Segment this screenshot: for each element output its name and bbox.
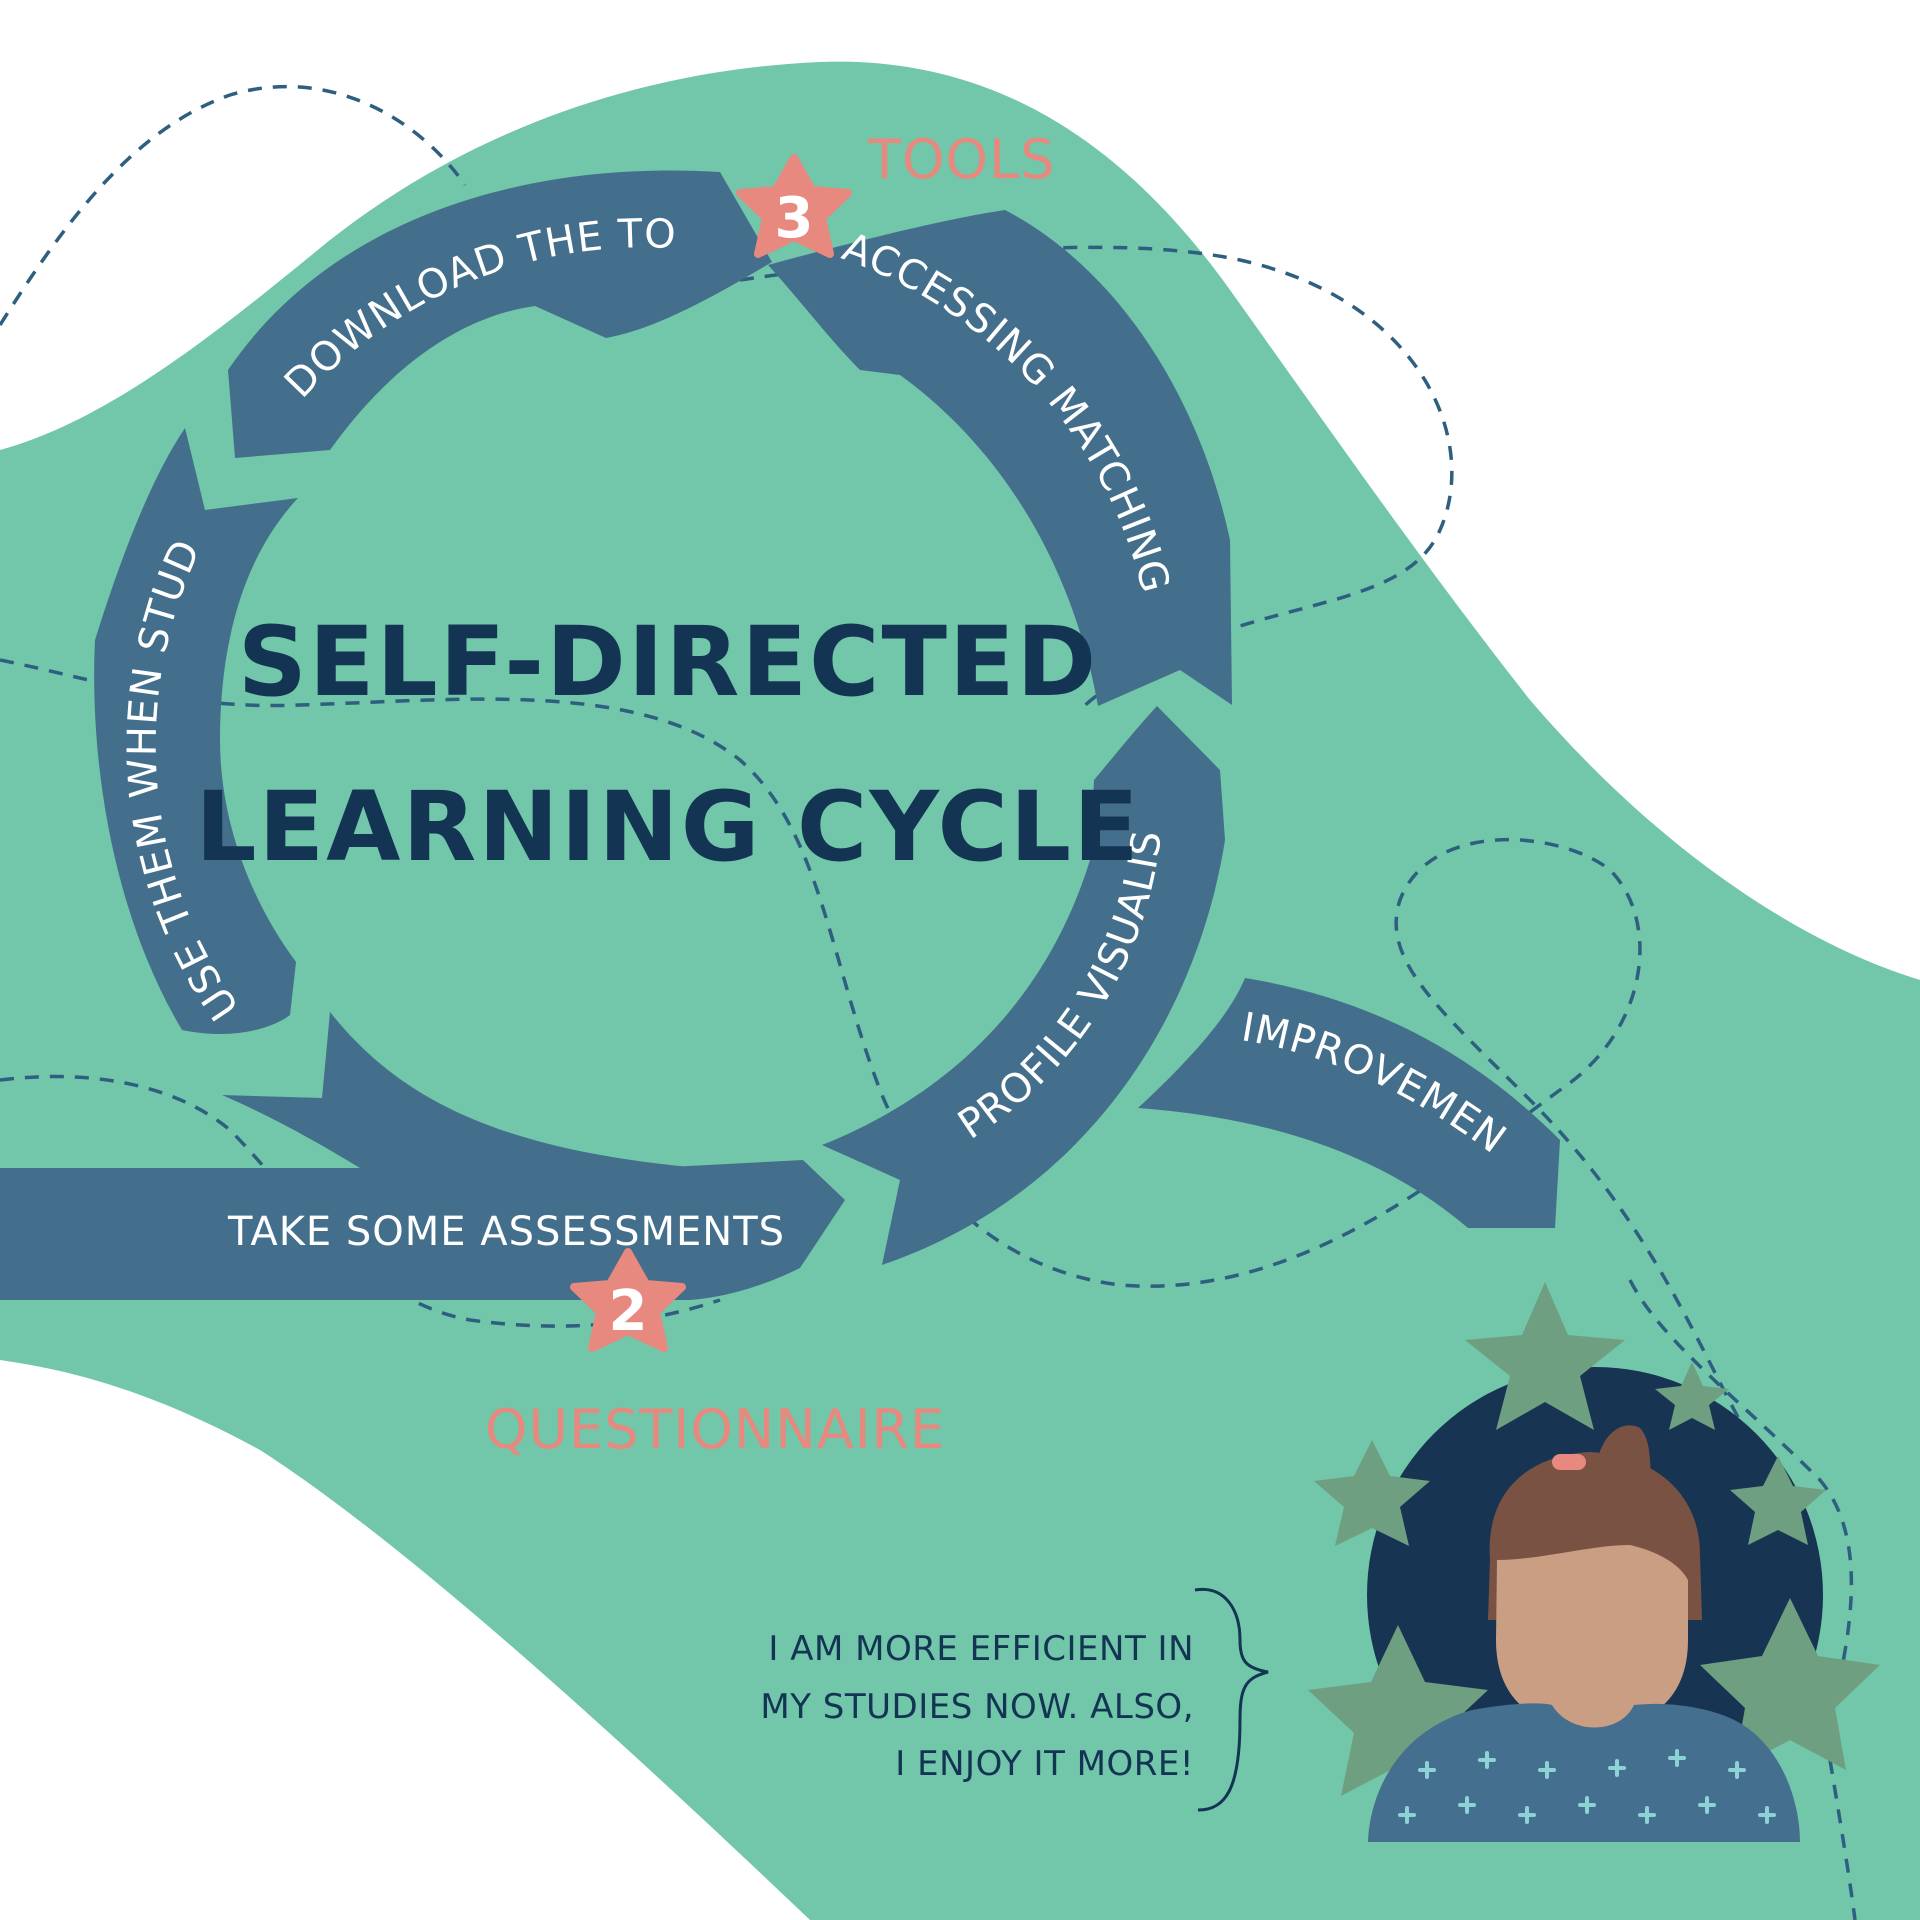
- star-icon: [1465, 1282, 1625, 1430]
- label-take-some-assessments: TAKE SOME ASSESSMENTS: [227, 1209, 785, 1255]
- marker-3-number: 3: [775, 186, 814, 251]
- star-icon: [1314, 1440, 1430, 1546]
- arrow-download-the-tools: [228, 170, 772, 459]
- avatar-face: [1496, 1545, 1688, 1728]
- testimonial-line-3: I ENJOY IT MORE!: [895, 1744, 1194, 1784]
- avatar: [1308, 1282, 1880, 1842]
- avatar-hair-tie: [1552, 1454, 1586, 1470]
- marker-2-number: 2: [609, 1279, 648, 1344]
- avatar-shirt: [1368, 1703, 1800, 1842]
- testimonial-line-2: MY STUDIES NOW. ALSO,: [760, 1687, 1194, 1727]
- title-line-1: SELF-DIRECTED: [238, 606, 1098, 718]
- arrow-profile-visualisation: [822, 706, 1225, 1265]
- cycle-arrows: [0, 170, 1560, 1300]
- testimonial-brace: [1194, 1587, 1269, 1812]
- marker-star-2: [570, 1248, 686, 1352]
- arrow-accessing-matching-tools: [768, 210, 1232, 706]
- marker-star-3: [736, 154, 852, 258]
- shirt-pattern: [1398, 1749, 1776, 1824]
- star-icon: [1730, 1456, 1826, 1545]
- testimonial-line-1: I AM MORE EFFICIENT IN: [768, 1629, 1194, 1669]
- marker-3-caption: TOOLS: [867, 128, 1055, 191]
- arrow-tail-to-assessments: [222, 1012, 700, 1168]
- title-line-2: LEARNING CYCLE: [195, 771, 1140, 883]
- arrow-use-them-when-studying: [94, 428, 298, 1035]
- marker-2-caption: QUESTIONNAIRE: [485, 1398, 945, 1461]
- arrow-improvement: [1138, 978, 1560, 1228]
- testimonial: I AM MORE EFFICIENT IN MY STUDIES NOW. A…: [760, 1587, 1269, 1812]
- star-icon: [1655, 1362, 1729, 1430]
- avatar-ponytail: [1598, 1425, 1668, 1555]
